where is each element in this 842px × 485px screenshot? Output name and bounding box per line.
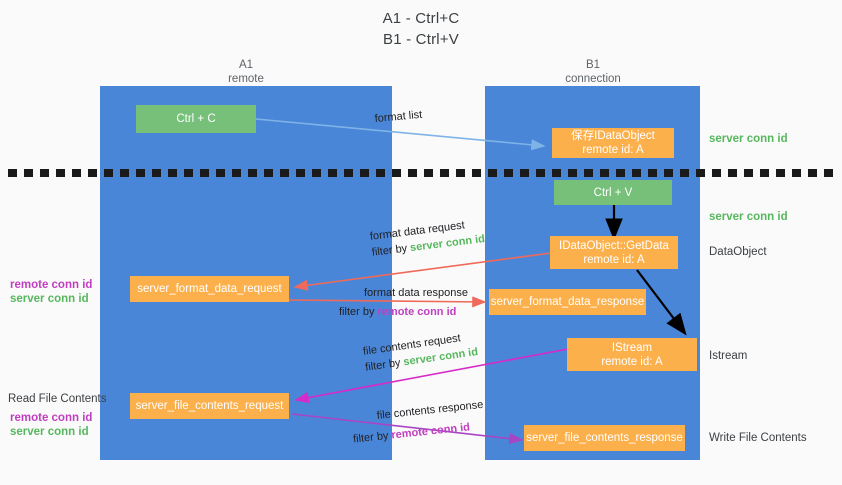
title-line-1: A1 - Ctrl+C (382, 10, 460, 27)
label-format-remote-conn-id: remote conn id (10, 279, 93, 291)
label-write-file-contents: Write File Contents (709, 432, 807, 444)
label-istream: Istream (709, 350, 748, 362)
edge-prefix-4: filter by (352, 429, 393, 446)
column-header-a1-name: A1 (238, 59, 254, 71)
box-server-format-data-request-label: server_format_data_request (137, 283, 282, 295)
page-title: A1 - Ctrl+C B1 - Ctrl+V (0, 8, 842, 50)
label-server-conn-id-mid: server conn id (709, 211, 788, 223)
label-file-server-conn-id: server conn id (10, 426, 89, 438)
label-file-remote-conn-id: remote conn id (10, 412, 93, 424)
box-server-format-data-response[interactable]: server_format_data_response (489, 289, 646, 315)
edge-highlight-4: remote conn id (390, 421, 471, 442)
label-read-file-contents: Read File Contents (8, 393, 107, 405)
phase-divider (8, 169, 836, 177)
box-server-file-contents-request-label: server_file_contents_request (135, 400, 284, 412)
edge-label-file-contents-response: file contents response filter by remote … (353, 397, 486, 446)
edge-highlight-2: remote conn id (377, 306, 457, 318)
box-getdata[interactable]: IDataObject::GetData remote id: A (550, 236, 678, 269)
label-dataobject: DataObject (709, 246, 767, 258)
title-line-2: B1 - Ctrl+V (383, 31, 459, 48)
box-ctrl-v-label: Ctrl + V (593, 186, 633, 199)
edge-label-format-list: format list (374, 107, 423, 127)
box-save-dataobject[interactable]: 保存IDataObject remote id: A (552, 128, 674, 158)
box-server-format-data-request[interactable]: server_format_data_request (130, 276, 289, 302)
edge-label-format-data-response: format data response filter by remote co… (339, 285, 468, 320)
box-server-format-data-response-label: server_format_data_response (490, 296, 645, 308)
label-server-conn-id-top: server conn id (709, 133, 788, 145)
column-header-b1-name: B1 (585, 59, 601, 71)
edge-label-format-data-response-filter: filter by remote conn id (339, 304, 456, 320)
box-istream-line1: IStream (611, 341, 653, 354)
box-server-file-contents-request[interactable]: server_file_contents_request (130, 393, 289, 419)
label-format-server-conn-id: server conn id (10, 293, 89, 305)
box-istream-line2: remote id: A (601, 355, 663, 368)
box-save-dataobject-line1: 保存IDataObject (571, 130, 655, 142)
edge-prefix-3: filter by (364, 356, 405, 374)
box-save-dataobject-line2: remote id: A (582, 144, 644, 156)
box-ctrl-c[interactable]: Ctrl + C (136, 105, 256, 133)
edge-prefix-2: filter by (339, 306, 378, 318)
box-ctrl-c-label: Ctrl + C (176, 113, 216, 125)
edge-label-format-list-text: format list (374, 108, 423, 125)
box-server-file-contents-response[interactable]: server_file_contents_response (524, 425, 685, 451)
box-server-file-contents-response-label: server_file_contents_response (526, 432, 683, 444)
edge-prefix-1: filter by (371, 242, 411, 259)
column-header-b1: B1 connection (493, 58, 693, 86)
box-getdata-line2: remote id: A (583, 253, 645, 266)
column-header-b1-sub: connection (565, 73, 621, 85)
box-istream[interactable]: IStream remote id: A (567, 338, 697, 371)
edge-label-format-data-response-line1: format data response (364, 287, 468, 299)
box-getdata-line1: IDataObject::GetData (559, 239, 669, 252)
box-ctrl-v[interactable]: Ctrl + V (554, 180, 672, 205)
column-header-a1-sub: remote (228, 73, 264, 85)
column-header-a1: A1 remote (146, 58, 346, 86)
